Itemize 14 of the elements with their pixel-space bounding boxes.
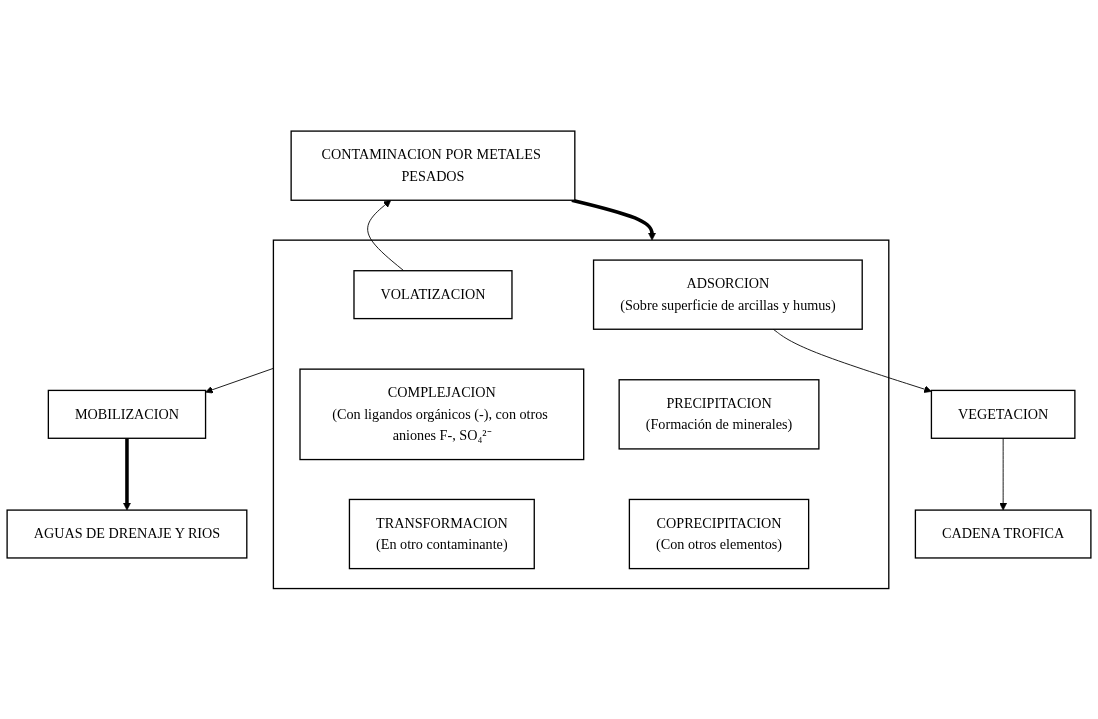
- node-box: AGUAS DE DRENAJE Y RIOS: [6, 509, 248, 559]
- node-box: VEGETACION: [930, 389, 1076, 439]
- node-box: COMPLEJACION (Con ligandos orgánicos (-), con otros aniones F-, SO₄²⁻: [299, 368, 585, 460]
- node-box: MOBILIZACION: [47, 389, 207, 439]
- node-box: PRECIPITACION (Formación de minerales): [618, 378, 820, 450]
- arrow: [571, 198, 656, 241]
- node-box: CADENA TROFICA: [914, 509, 1092, 559]
- node-box: ADSORCION (Sobre superficie de arcillas y humus): [592, 259, 863, 330]
- node-box: TRANSFORMACION (En otro contaminante): [348, 498, 535, 569]
- node-box: CONTAMINACION POR METALES PESADOS: [290, 130, 576, 201]
- node-box: VOLATIZACION: [353, 269, 513, 319]
- cluster: [272, 239, 890, 589]
- arrow: [123, 437, 131, 511]
- node-box: COPRECIPITACION (Con otros elementos): [628, 498, 810, 569]
